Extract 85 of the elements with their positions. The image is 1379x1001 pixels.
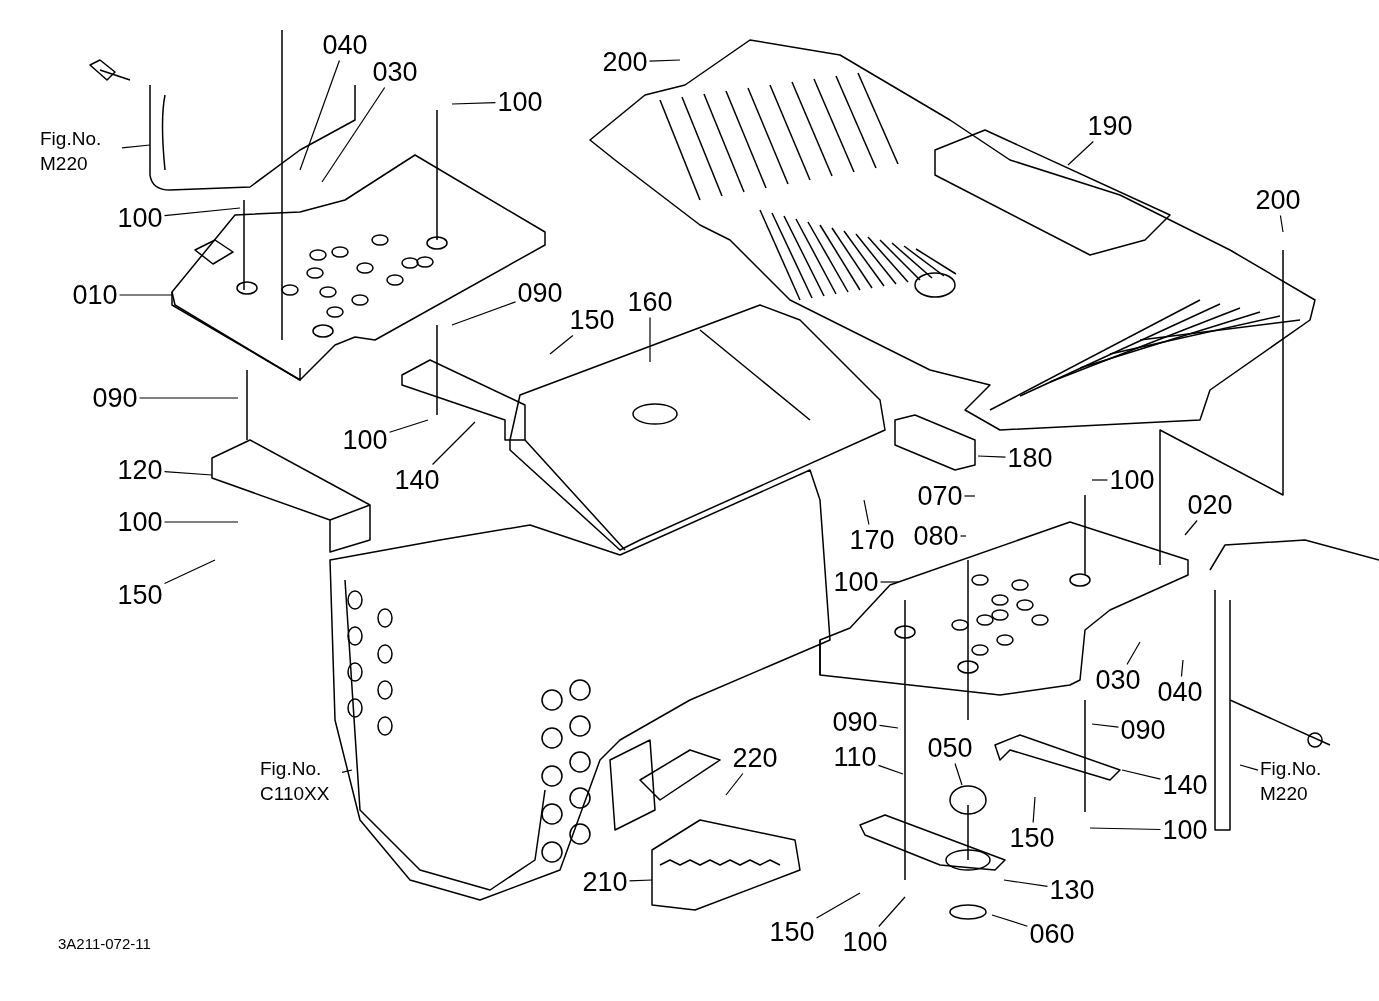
figure-reference: Fig.No. M220 [1260, 757, 1340, 807]
callout-number: 150 [769, 918, 815, 946]
callout-number: 090 [1120, 716, 1166, 744]
leader-line [1067, 140, 1094, 166]
leader-line [649, 316, 651, 363]
callout-number: 100 [497, 88, 543, 116]
leader-line [549, 334, 574, 355]
leader-line [321, 86, 386, 183]
leader-line [1126, 641, 1141, 666]
callout-number: 040 [322, 31, 368, 59]
callout-number: 190 [1087, 112, 1133, 140]
callout-number: 050 [927, 734, 973, 762]
leader-line [431, 421, 476, 466]
callout-number: 090 [832, 708, 878, 736]
leader-line [163, 471, 213, 476]
leader-line [138, 397, 239, 399]
callout-number: 100 [117, 508, 163, 536]
callout-number: 100 [842, 928, 888, 956]
callout-number: 200 [1255, 186, 1301, 214]
callout-number: 100 [1162, 816, 1208, 844]
leader-line [863, 499, 870, 526]
leader-line [341, 769, 353, 773]
leader-line [725, 772, 744, 796]
callout-number: 030 [1095, 666, 1141, 694]
callout-number: 030 [372, 58, 418, 86]
callout-number: 130 [1049, 876, 1095, 904]
leader-line [163, 521, 239, 523]
callout-number: 200 [602, 48, 648, 76]
leader-line [959, 535, 967, 537]
leader-line [877, 764, 904, 775]
figure-reference: Fig.No. C110XX [260, 757, 340, 807]
callout-number: 100 [833, 568, 879, 596]
leader-line [299, 59, 341, 171]
callout-number: 210 [582, 868, 628, 896]
callout-number: 160 [627, 288, 673, 316]
leader-line [451, 301, 517, 326]
leader-line [628, 879, 653, 882]
leader-line [163, 207, 241, 217]
leader-line [1091, 723, 1120, 728]
callout-number: 140 [394, 466, 440, 494]
leader-line [1003, 879, 1049, 887]
leader-line [1089, 827, 1162, 831]
callout-number: 110 [833, 743, 877, 771]
callout-number: 100 [1109, 466, 1155, 494]
callout-number: 020 [1187, 491, 1233, 519]
leader-line [963, 495, 976, 497]
leader-line [1239, 764, 1259, 771]
callout-number: 100 [117, 204, 163, 232]
callout-number: 040 [1157, 678, 1203, 706]
callout-number: 120 [117, 456, 163, 484]
leader-line [1121, 769, 1162, 780]
callout-number: 100 [342, 426, 388, 454]
callout-number: 180 [1007, 444, 1053, 472]
leader-line [1184, 519, 1198, 536]
leader-line [954, 762, 963, 786]
leader-line [815, 892, 861, 919]
leader-line [991, 914, 1029, 927]
leader-line [121, 144, 151, 149]
leader-line [118, 294, 173, 296]
drawing-number: 3A211-072-11 [58, 935, 151, 952]
callout-number: 090 [517, 279, 563, 307]
callout-number: 010 [72, 281, 118, 309]
leader-line [1279, 214, 1284, 233]
leader-line [1091, 479, 1109, 481]
callout-number: 150 [117, 581, 163, 609]
figure-reference: Fig.No. M220 [40, 127, 120, 177]
leader-line [388, 419, 429, 433]
callout-number: 060 [1029, 920, 1075, 948]
callout-number: 170 [849, 526, 895, 554]
leader-line [163, 559, 216, 585]
leader-line [1032, 796, 1036, 824]
leader-line [648, 59, 681, 62]
leader-line [878, 724, 899, 729]
callout-number: 080 [913, 522, 959, 550]
callout-number: 070 [917, 482, 963, 510]
callout-number: 150 [1009, 824, 1055, 852]
callout-number: 090 [92, 384, 138, 412]
callout-number: 220 [732, 744, 778, 772]
leader-line [879, 581, 899, 583]
callout-number: 150 [569, 306, 615, 334]
leader-line [451, 102, 497, 105]
leader-line [878, 896, 906, 928]
leader-line [977, 455, 1007, 458]
callout-number: 140 [1162, 771, 1208, 799]
leader-line [1180, 659, 1184, 678]
